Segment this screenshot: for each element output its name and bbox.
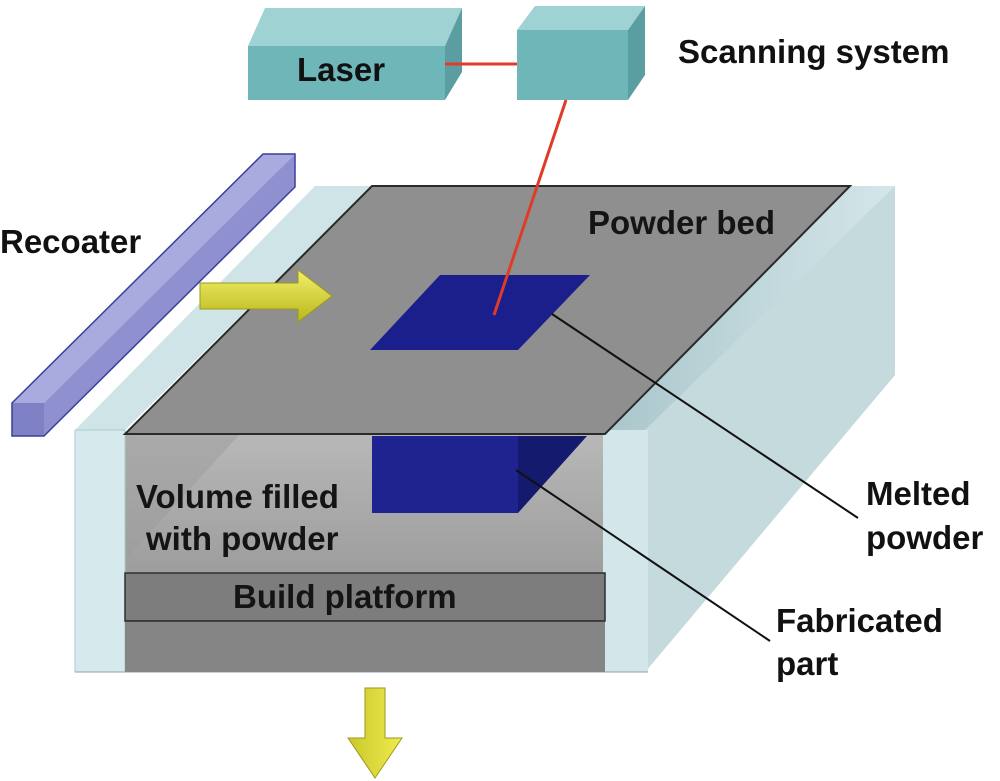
laser-label: Laser: [297, 51, 385, 88]
laser-unit: [248, 8, 462, 100]
laser-box-top: [248, 8, 462, 46]
fabricated-part-side: [518, 436, 587, 513]
melted-powder-leader: [551, 313, 859, 519]
volume-filled-label-line2: with powder: [145, 520, 339, 557]
fabricated-part: [372, 436, 587, 513]
chamber-right-pillar: [603, 430, 648, 672]
build-platform-slab: [124, 572, 606, 622]
laser-box-side: [445, 8, 462, 100]
volume-filled-label-line1: Volume filled: [136, 478, 339, 515]
chamber-left-wall: [74, 429, 126, 673]
scanning-system-unit: [517, 6, 645, 100]
melted-powder-label-line2: powder: [866, 519, 983, 556]
fabricated-part-front: [372, 436, 518, 513]
powder-bed-label: Powder bed: [588, 204, 775, 241]
melted-powder-region: [370, 275, 590, 350]
scanner-box-side: [628, 6, 645, 100]
fabricated-part-label-line1: Fabricated: [776, 602, 943, 639]
scanner-box-front: [517, 30, 628, 100]
scanning-system-label: Scanning system: [678, 33, 949, 70]
platform-down-arrow: [347, 687, 403, 779]
chamber-inner-shadow: [125, 434, 240, 560]
build-platform: [124, 572, 606, 672]
recoater-blade: [11, 153, 296, 437]
recoater-side: [44, 154, 295, 436]
chamber-right-wall-face: [645, 186, 895, 672]
recoater-motion-arrow: [199, 268, 333, 324]
recoater-label: Recoater: [0, 223, 141, 260]
fabricated-part-leader: [515, 469, 771, 642]
fabricated-part-label-line2: part: [776, 645, 838, 682]
scanner-box-top: [517, 6, 645, 30]
build-platform-lower: [125, 621, 605, 672]
recoater-top: [12, 154, 295, 403]
laser-box-front: [248, 46, 445, 100]
recoater-front: [12, 403, 44, 436]
laser-beam: [492, 99, 568, 316]
build-platform-label: Build platform: [233, 578, 457, 615]
melted-powder-label-line1: Melted: [866, 475, 971, 512]
